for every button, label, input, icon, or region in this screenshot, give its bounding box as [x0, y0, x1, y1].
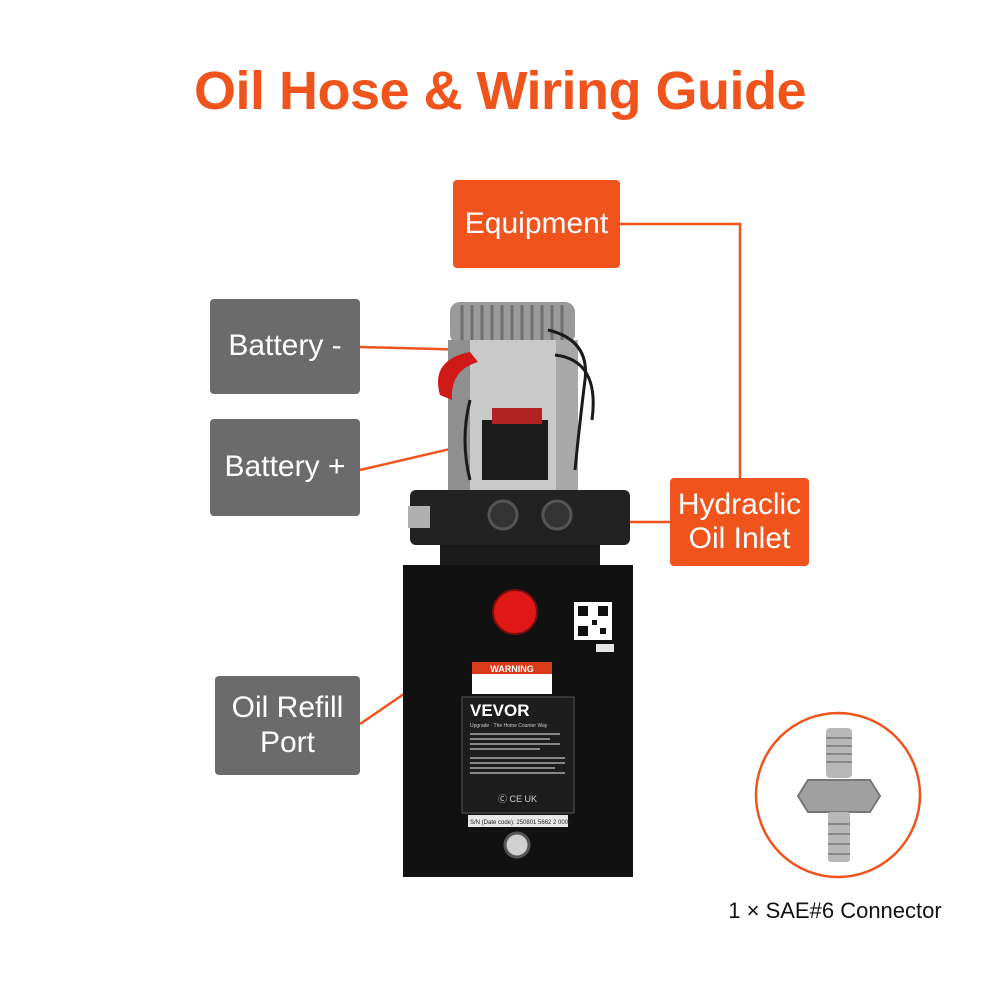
brand-tagline: Upgrade · The Home Counter Way [470, 723, 548, 729]
wires [463, 328, 595, 481]
drain-plug-icon [503, 831, 531, 859]
hydraulic-inlet-line2: Oil Inlet [688, 522, 791, 555]
equipment-label-text: Equipment [464, 206, 609, 240]
connector-caption: 1 × SAE#6 Connector [728, 898, 942, 923]
battery-negative-label: Battery - [210, 299, 360, 394]
hydraulic-oil-inlet-label: Hydraclic Oil Inlet [670, 478, 809, 566]
qr-code-icon [574, 602, 612, 640]
serial-plate [468, 815, 568, 827]
product-label [461, 696, 575, 814]
battery-positive-text: Battery + [224, 450, 346, 484]
equipment-label: Equipment [453, 180, 620, 268]
valve-block [410, 490, 630, 545]
brand-logo: VEVOR [470, 701, 530, 720]
oil-refill-port-label: Oil Refill Port [215, 676, 360, 775]
oil-refill-line2: Port [259, 725, 316, 759]
oil-refill-cap-icon [493, 590, 537, 634]
battery-negative-text: Battery - [228, 329, 342, 363]
warning-text: WARNING [490, 664, 534, 674]
sae-connector-icon [796, 728, 882, 862]
battery-positive-label: Battery + [210, 419, 360, 516]
solenoid [482, 420, 548, 480]
motor-cap [450, 302, 575, 344]
oil-refill-line1: Oil Refill [231, 691, 344, 724]
battery-boot-icon [438, 352, 478, 400]
hydraulic-inlet-line1: Hydraclic [677, 487, 802, 521]
page-title: Oil Hose & Wiring Guide [193, 61, 807, 121]
serial-number: S/N (Date code): 250801 5662 2 0001 [470, 820, 572, 826]
warning-banner [472, 662, 552, 674]
certification-marks-icon: Ⓒ CE UK [498, 794, 537, 804]
